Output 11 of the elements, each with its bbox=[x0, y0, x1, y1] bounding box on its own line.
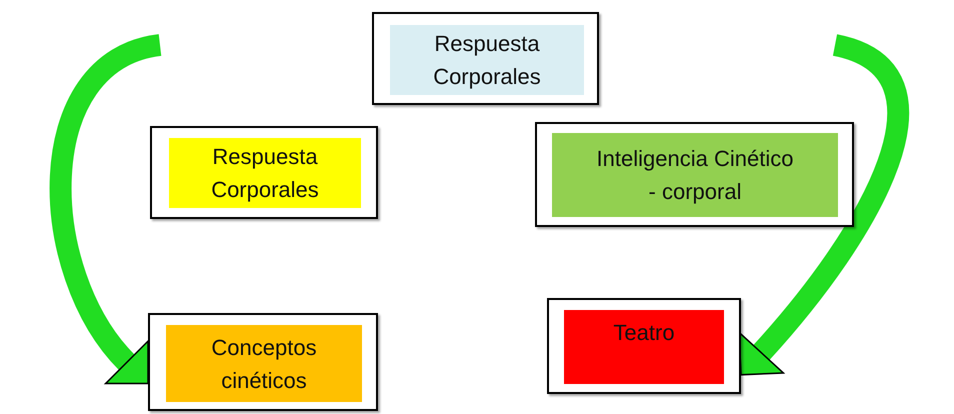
box-label: Respuesta Corporales bbox=[432, 30, 542, 91]
framed-box bbox=[535, 122, 854, 227]
framed-box bbox=[150, 126, 378, 219]
box-label: Respuesta Corporales bbox=[210, 143, 320, 204]
framed-box bbox=[372, 12, 599, 105]
framed-box bbox=[547, 298, 741, 394]
box-label: Teatro bbox=[613, 319, 675, 347]
box-label: Inteligencia Cinético - corporal bbox=[596, 145, 794, 206]
framed-box bbox=[148, 313, 378, 411]
curved-arrow bbox=[50, 34, 163, 386]
box-label: Conceptos cinéticos bbox=[210, 334, 318, 394]
